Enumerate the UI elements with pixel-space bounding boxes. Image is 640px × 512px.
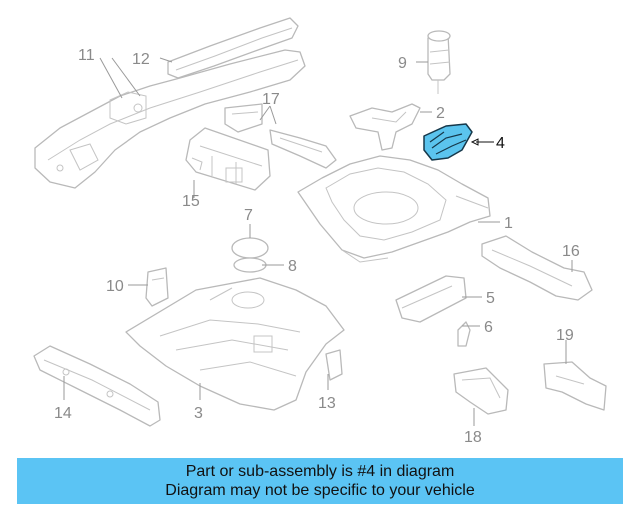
callout-9: 9 xyxy=(398,55,407,72)
part-4-highlighted xyxy=(423,123,473,161)
callout-1: 1 xyxy=(504,215,513,232)
callout-16: 16 xyxy=(562,243,580,260)
part-18-bracket xyxy=(453,367,509,415)
part-15-bracket-assembly xyxy=(185,127,271,191)
part-11-frame-rail xyxy=(34,49,306,189)
parts-diagram: 11 12 9 2 4 17 15 1 7 16 8 10 5 6 19 3 1… xyxy=(33,17,607,446)
part-8-seal xyxy=(233,257,267,273)
callout-5: 5 xyxy=(486,290,495,307)
banner-line-1: Part or sub-assembly is #4 in diagram xyxy=(185,463,455,480)
callout-19: 19 xyxy=(556,327,574,344)
callout-13: 13 xyxy=(318,395,336,412)
part-1-floor-pan xyxy=(297,155,491,263)
callout-11: 11 xyxy=(78,47,95,64)
part-7-gasket xyxy=(231,224,269,259)
part-16-side-member xyxy=(481,235,593,301)
part-2-bracket xyxy=(349,103,421,151)
part-12-upper-rail xyxy=(167,17,299,79)
part-13-plate xyxy=(325,349,343,381)
part-5-crossmember xyxy=(395,275,467,323)
info-banner: Part or sub-assembly is #4 in diagram Di… xyxy=(17,458,623,504)
part-17-bracket xyxy=(224,103,337,169)
callout-15: 15 xyxy=(182,193,200,210)
part-14-rail xyxy=(33,345,161,427)
callout-17: 17 xyxy=(262,91,280,108)
callout-14: 14 xyxy=(54,405,72,422)
callout-7: 7 xyxy=(244,207,253,224)
part-6-clip xyxy=(457,321,471,347)
callout-10: 10 xyxy=(106,278,124,295)
callout-2: 2 xyxy=(436,105,445,122)
callout-4: 4 xyxy=(496,135,505,152)
part-3-main-floor xyxy=(125,277,345,411)
part-9-cylinder xyxy=(427,30,451,94)
banner-line-2: Diagram may not be specific to your vehi… xyxy=(165,482,475,499)
callout-6: 6 xyxy=(484,319,493,336)
callout-18: 18 xyxy=(464,429,482,446)
leader-lines xyxy=(63,57,573,426)
callout-3: 3 xyxy=(194,405,203,422)
part-19-bracket xyxy=(543,361,607,411)
callout-12: 12 xyxy=(132,51,150,68)
callout-8: 8 xyxy=(288,258,297,275)
part-10-small-bracket xyxy=(145,267,169,307)
